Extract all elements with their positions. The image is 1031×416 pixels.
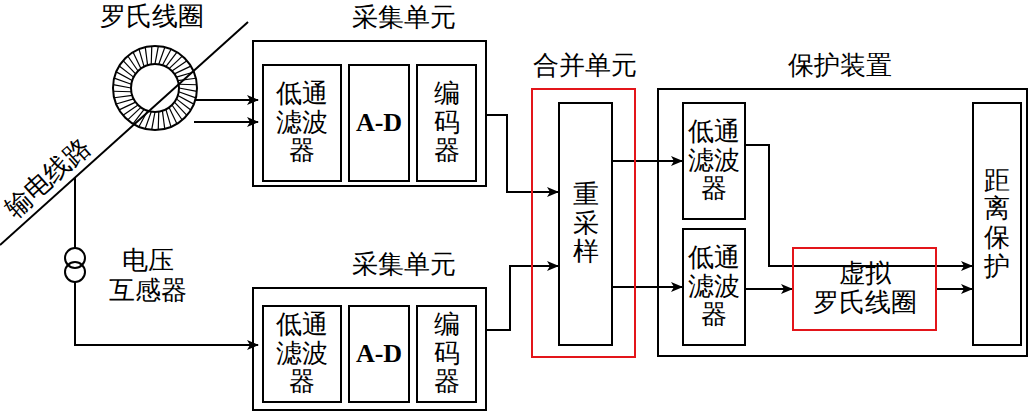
arrow-connector <box>613 160 682 162</box>
process-box: 低通滤波器 <box>262 64 342 182</box>
process-box: 编码器 <box>416 305 477 403</box>
process-box: A-D <box>348 64 410 182</box>
box-label: 距离保护 <box>984 167 1010 281</box>
arrow-connector <box>487 266 558 330</box>
pt-symbol <box>65 262 85 282</box>
box-body: 编码器 <box>418 66 475 180</box>
box-body: 低通滤波器 <box>684 104 744 218</box>
box-label: 低通滤波器 <box>687 244 740 330</box>
box-body: A-D <box>350 66 408 180</box>
box-body: 距离保护 <box>974 104 1020 344</box>
box-body: 虚拟 罗氏线圈 <box>794 249 935 329</box>
box-label: 重采样 <box>573 181 599 267</box>
group-box: 保护装置低通滤波器低通滤波器虚拟 罗氏线圈距离保护 <box>657 88 1028 357</box>
group-box: 合并单元重采样 <box>531 88 636 358</box>
box-label: 编码器 <box>434 311 460 397</box>
transmission-line <box>0 22 248 245</box>
pt-wire <box>74 178 76 248</box>
box-label: 虚拟 罗氏线圈 <box>797 260 932 317</box>
group-heading: 合并单元 <box>533 52 637 81</box>
arrow-connector <box>746 288 792 290</box>
arrow-connector <box>613 286 682 288</box>
process-box: A-D <box>348 305 410 403</box>
box-body: A-D <box>350 307 408 401</box>
part-label: 电压 互感器 <box>104 246 192 306</box>
process-box: 距离保护 <box>972 102 1022 346</box>
box-label: A-D <box>356 340 402 369</box>
arrow-connector <box>487 115 558 192</box>
box-body: 重采样 <box>560 104 611 344</box>
box-body: 低通滤波器 <box>264 66 340 180</box>
arrow-connector <box>937 288 972 290</box>
group-box: 采集单元低通滤波器A-D编码器 <box>252 287 487 411</box>
box-label: A-D <box>356 109 402 138</box>
box-body: 编码器 <box>418 307 475 401</box>
process-box: 编码器 <box>416 64 477 182</box>
box-label: 编码器 <box>434 80 460 166</box>
part-label: 罗氏线圈 <box>100 2 204 32</box>
box-body: 低通滤波器 <box>264 307 340 401</box>
process-box: 虚拟 罗氏线圈 <box>792 247 937 331</box>
coil-lead <box>194 121 258 123</box>
process-box: 低通滤波器 <box>682 228 746 346</box>
process-box: 重采样 <box>558 102 613 346</box>
coil-lead <box>196 99 258 101</box>
group-heading: 采集单元 <box>352 251 456 280</box>
process-box: 低通滤波器 <box>682 102 746 220</box>
process-box: 低通滤波器 <box>262 305 342 403</box>
line-label: 输电线路 <box>0 132 97 224</box>
box-label: 低通滤波器 <box>687 118 740 204</box>
group-heading: 采集单元 <box>352 4 456 33</box>
box-label: 低通滤波器 <box>275 311 328 397</box>
group-heading: 保护装置 <box>788 52 892 81</box>
box-label: 低通滤波器 <box>275 80 328 166</box>
box-body: 低通滤波器 <box>684 230 744 344</box>
rogowski-coil <box>113 46 197 130</box>
group-box: 采集单元低通滤波器A-D编码器 <box>252 40 487 187</box>
